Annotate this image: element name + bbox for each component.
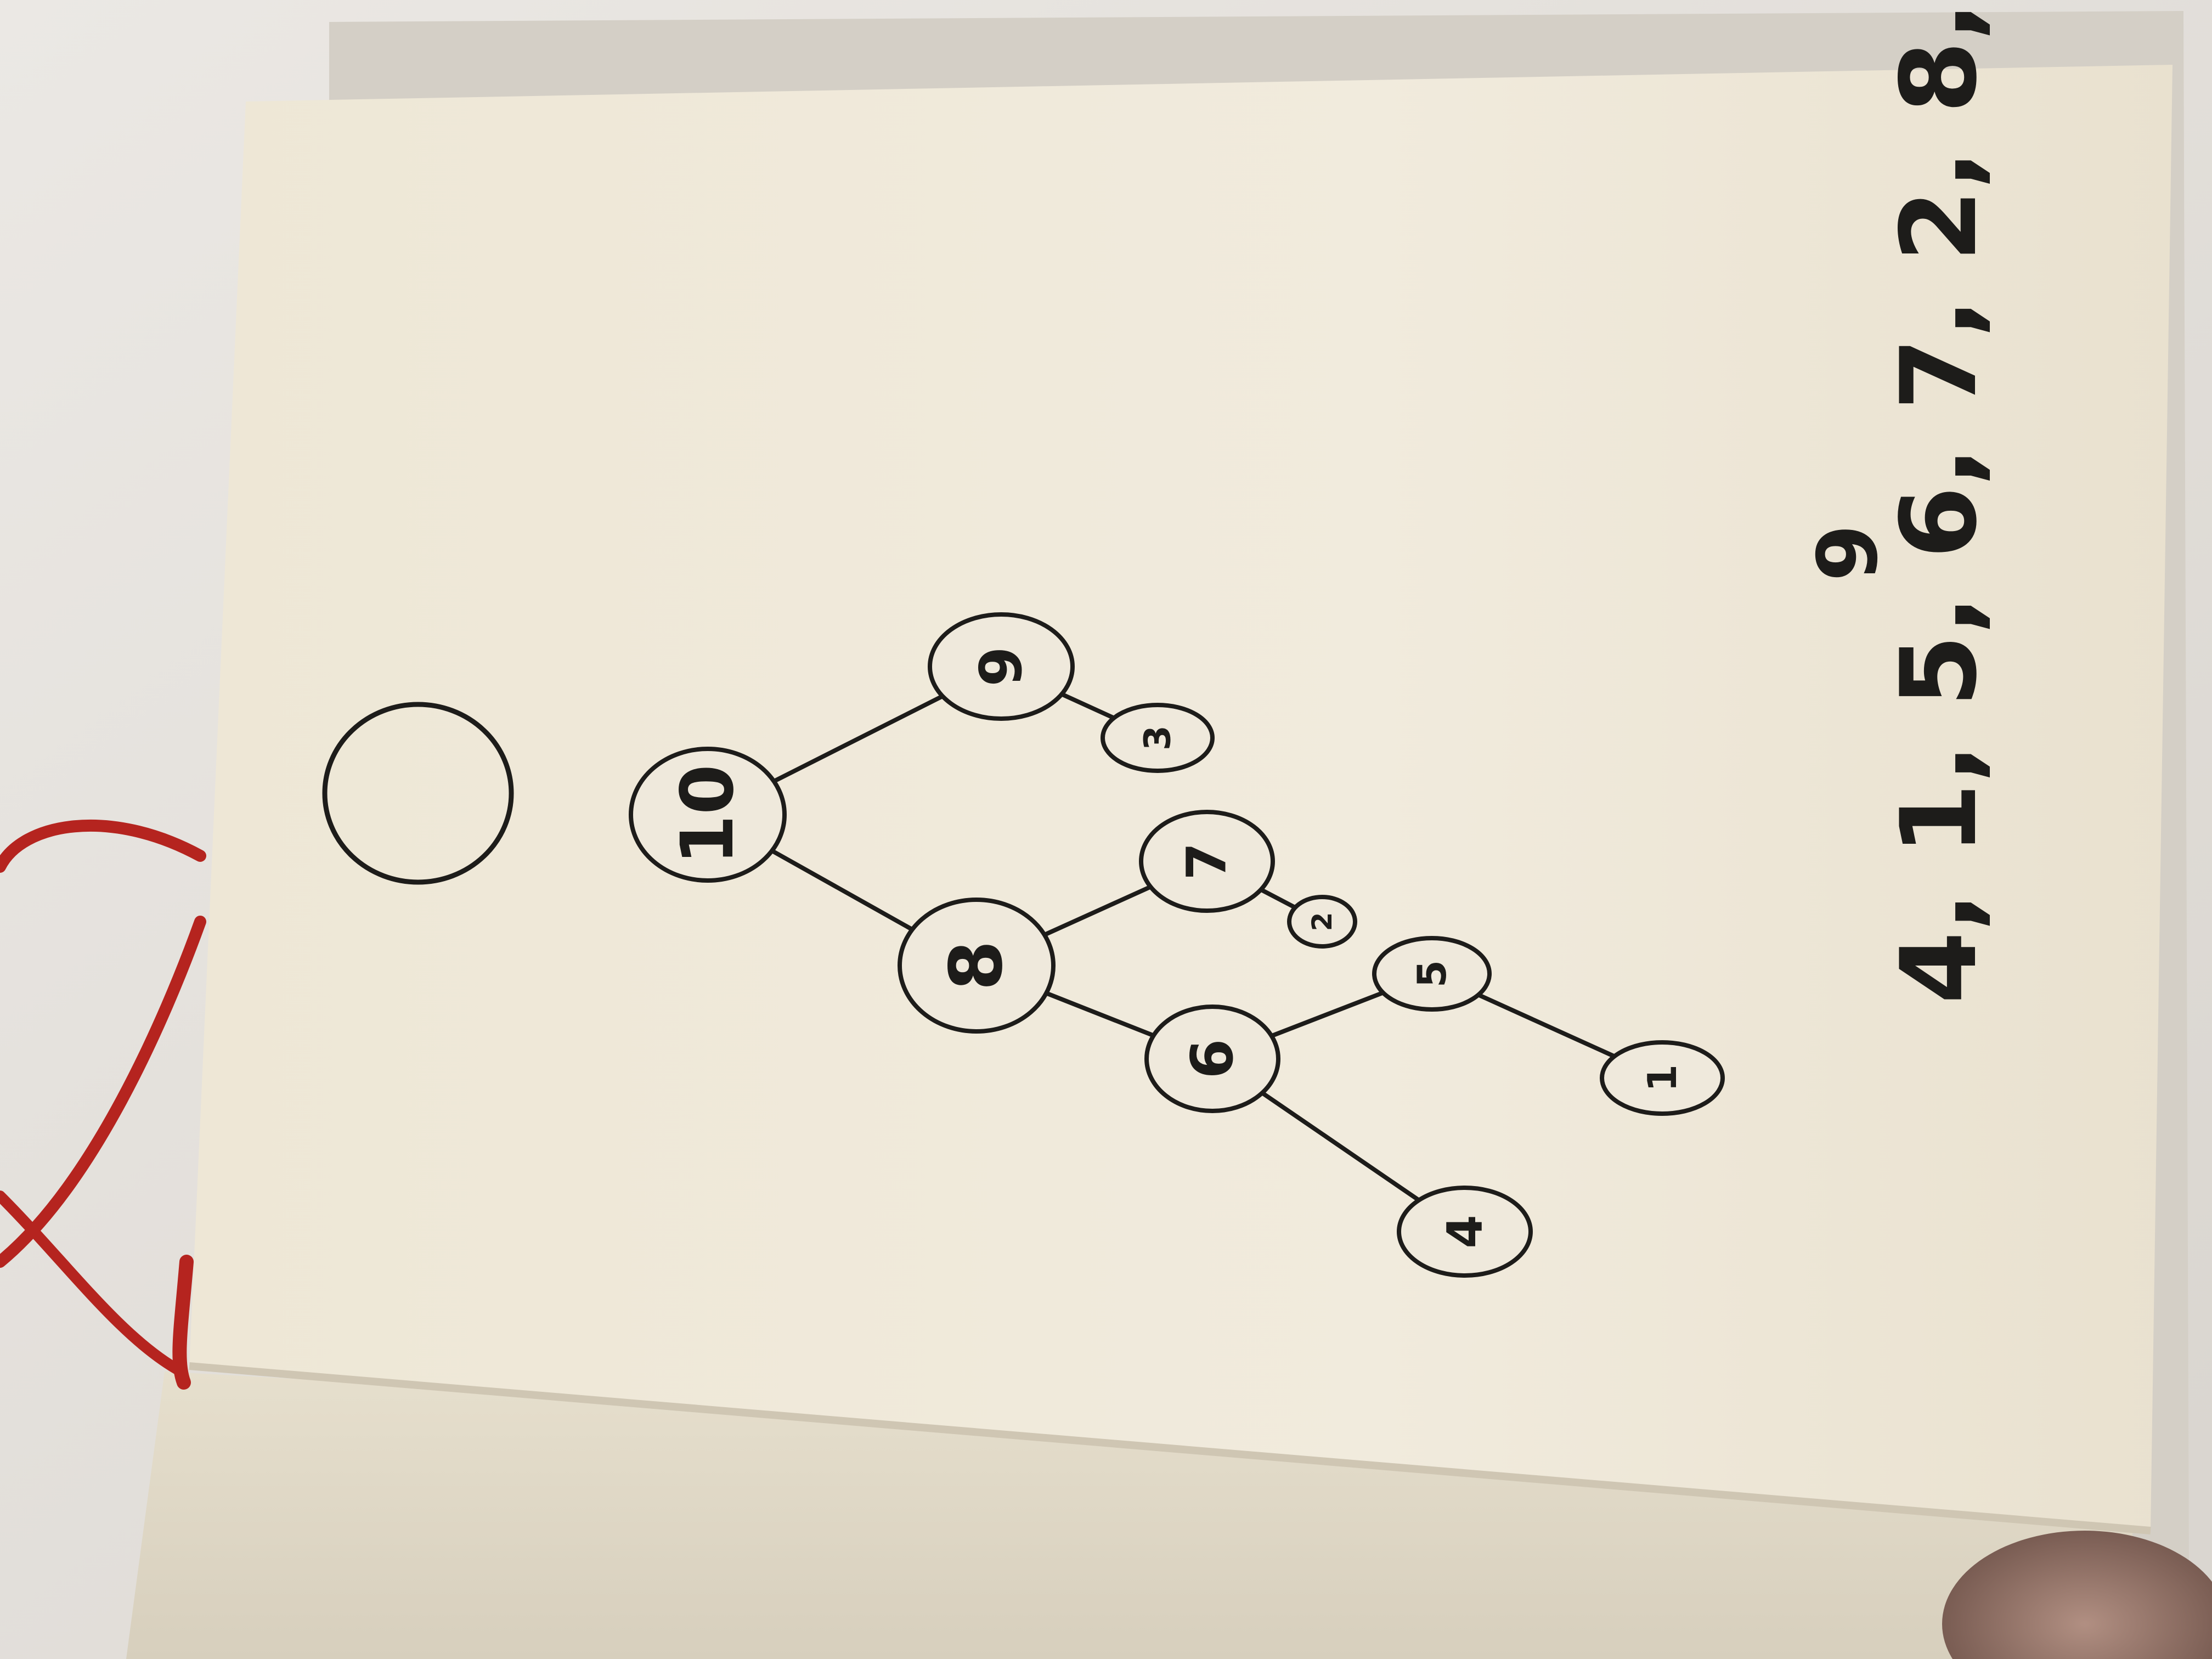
tree-node-1: 1: [1600, 1040, 1725, 1116]
tree-node-circle: [1287, 895, 1357, 949]
tree-node-circle: [1397, 1186, 1533, 1278]
tree-node-label: 9: [968, 646, 1035, 686]
tree-node-5: 5: [1372, 936, 1492, 1012]
tree-node-label: 6: [1179, 1039, 1246, 1079]
sequence-annotation: 4, 1, 5, 6, 7, 2, 8, 3, 10: [1878, 0, 2000, 1004]
thumb: [1942, 1531, 2212, 1659]
tree-node-4: 4: [1397, 1186, 1533, 1278]
tree-node-label: 2: [1306, 912, 1338, 932]
tree-nodes: 10 9 3 8 7 2 6 5 1 4: [629, 612, 1725, 1278]
tree-node-label: 7: [1176, 843, 1239, 881]
tree-node-circle: [1144, 1005, 1280, 1113]
page-fold-shadow: [189, 1362, 2151, 1534]
tree-node-circle: [1372, 936, 1492, 1012]
tree-node-circle: [1600, 1040, 1725, 1116]
lower-page: [126, 1372, 2134, 1659]
tree-node-circle: [1101, 703, 1215, 773]
tree-node-label: 4: [1437, 1215, 1493, 1248]
tree-node-circle: [1139, 810, 1275, 913]
tree-node-6: 6: [1144, 1005, 1280, 1113]
correction-annotation: 9: [1801, 524, 1896, 582]
ribbon-bookmark: [0, 819, 206, 1390]
sequence-text: 4, 1, 5, 6, 7, 2, 8, 3, 10: [1878, 0, 2000, 1004]
tree-node-2: 2: [1287, 895, 1357, 949]
tree-node-10: 10: [629, 747, 787, 883]
tree-node-circle: [898, 898, 1056, 1034]
tree-node-circle: [629, 747, 787, 883]
tree-node-label: 8: [934, 940, 1019, 991]
tree-node-3: 3: [1101, 703, 1215, 773]
tree-node-label: 3: [1137, 725, 1179, 751]
empty-circle: [322, 702, 514, 885]
tree-node-circle: [928, 612, 1075, 721]
tree-node-8: 8: [898, 898, 1056, 1034]
correction-text: 9: [1801, 524, 1896, 582]
tree-node-label: 5: [1409, 960, 1455, 988]
tree-node-9: 9: [928, 612, 1075, 721]
notebook-page: [189, 65, 2172, 1531]
tree-node-7: 7: [1139, 810, 1275, 913]
tree-node-label: 1: [1639, 1064, 1685, 1092]
tree-node-label: 10: [665, 764, 750, 865]
